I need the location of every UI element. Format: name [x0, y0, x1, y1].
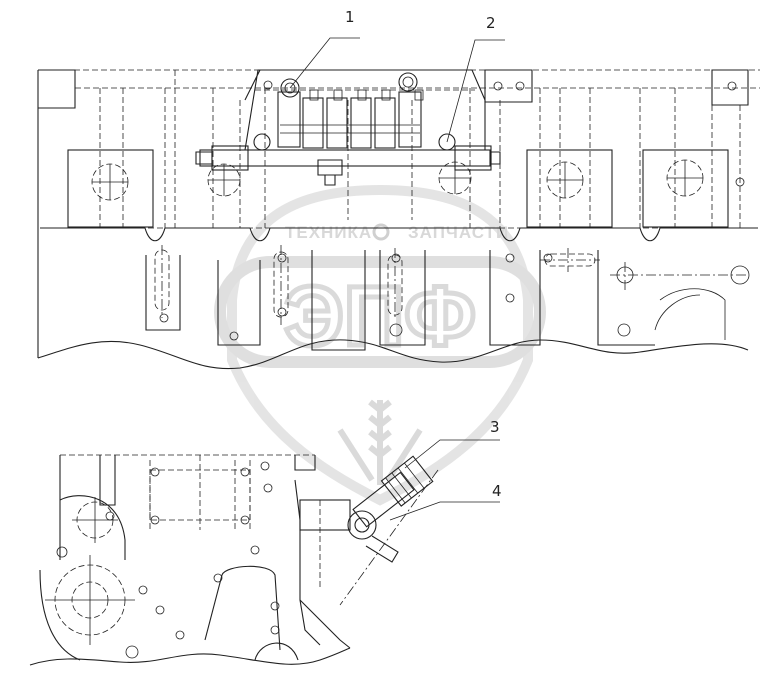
watermark-gear-icon [372, 223, 390, 241]
bolt-symbols-bottom [56, 461, 280, 659]
engine-block-top-view [37, 69, 760, 370]
break-line-top [37, 339, 749, 370]
break-line-bottom [29, 647, 351, 666]
watermark-right-word: ЗАПЧАСТИ [408, 223, 509, 242]
wheat-emblem-icon [337, 399, 423, 485]
callout-2: 2 [486, 14, 496, 32]
watermark-left-word: ТЕХНИКА [285, 223, 372, 242]
callout-leaders [289, 37, 505, 521]
injection-pump-elements [277, 72, 424, 149]
watermark-logo: ЭПФ [214, 184, 546, 506]
engine-block-side-view [29, 454, 439, 666]
callout-1: 1 [345, 8, 355, 26]
oil-gallery-pipe [195, 133, 501, 186]
callout-3: 3 [490, 418, 500, 436]
bolt-symbols-top [159, 80, 745, 341]
callout-4: 4 [492, 482, 502, 500]
